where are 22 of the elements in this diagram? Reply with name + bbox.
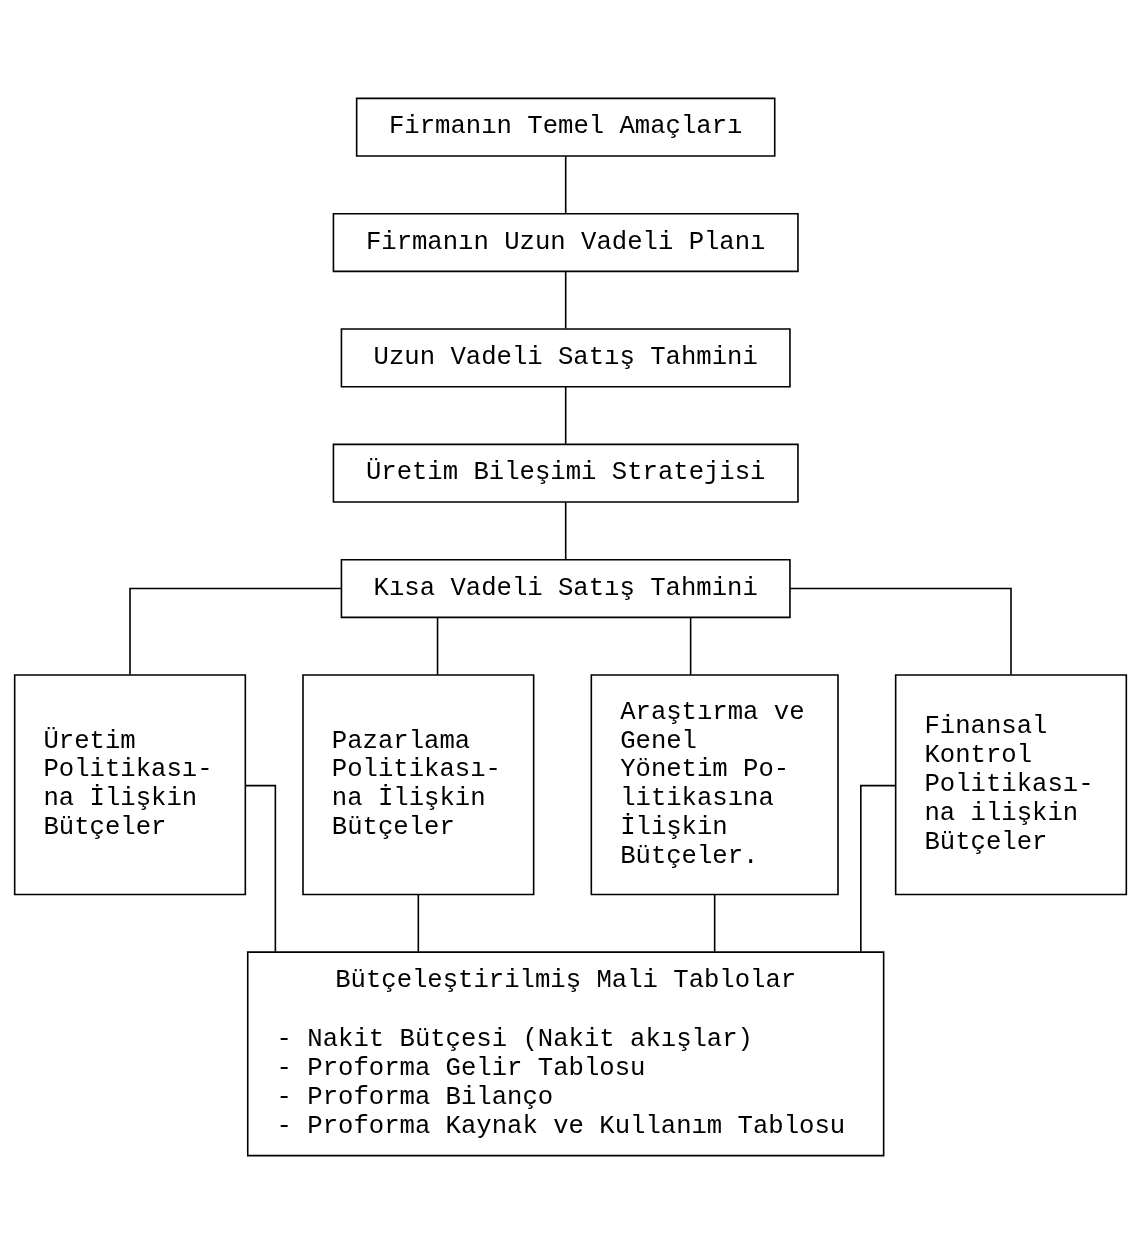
connector — [689, 616, 692, 676]
connector — [713, 894, 716, 953]
node-box: Araştırma ve Genel Yönetim Po- litikasına İlişkin Bütçeler. — [590, 674, 839, 896]
connector — [564, 155, 567, 214]
node-box: Üretim Bileşimi Stratejisi — [332, 443, 799, 503]
node-box: Kısa Vadeli Satış Tahmini — [340, 558, 791, 619]
connector — [860, 784, 897, 953]
connector — [564, 501, 567, 560]
connector — [789, 587, 1012, 676]
node-box: Firmanın Temel Amaçları — [355, 97, 776, 157]
connector — [129, 587, 342, 676]
connector — [564, 386, 567, 445]
connector — [564, 270, 567, 330]
node-box: Uzun Vadeli Satış Tahmini — [340, 328, 791, 388]
node-box: Finansal Kontrol Politikası- na ilişkin Bütçeler — [894, 674, 1128, 896]
connector — [417, 894, 420, 953]
connector — [245, 784, 277, 953]
node-box: Firmanın Uzun Vadeli Planı — [332, 212, 799, 273]
node-box: Bütçeleştirilmiş Mali Tablolar - Nakit Bütçesi (Nakit akışlar) - Proforma Gelir Tablosu - Proforma Bilanço - Proforma Kaynak ve Kullanım Tablosu — [246, 951, 885, 1157]
node-box: Pazarlama Politikası- na İlişkin Bütçeler — [302, 674, 535, 896]
connector — [436, 616, 439, 676]
node-box: Üretim Politikası- na İlişkin Bütçeler — [13, 674, 247, 896]
